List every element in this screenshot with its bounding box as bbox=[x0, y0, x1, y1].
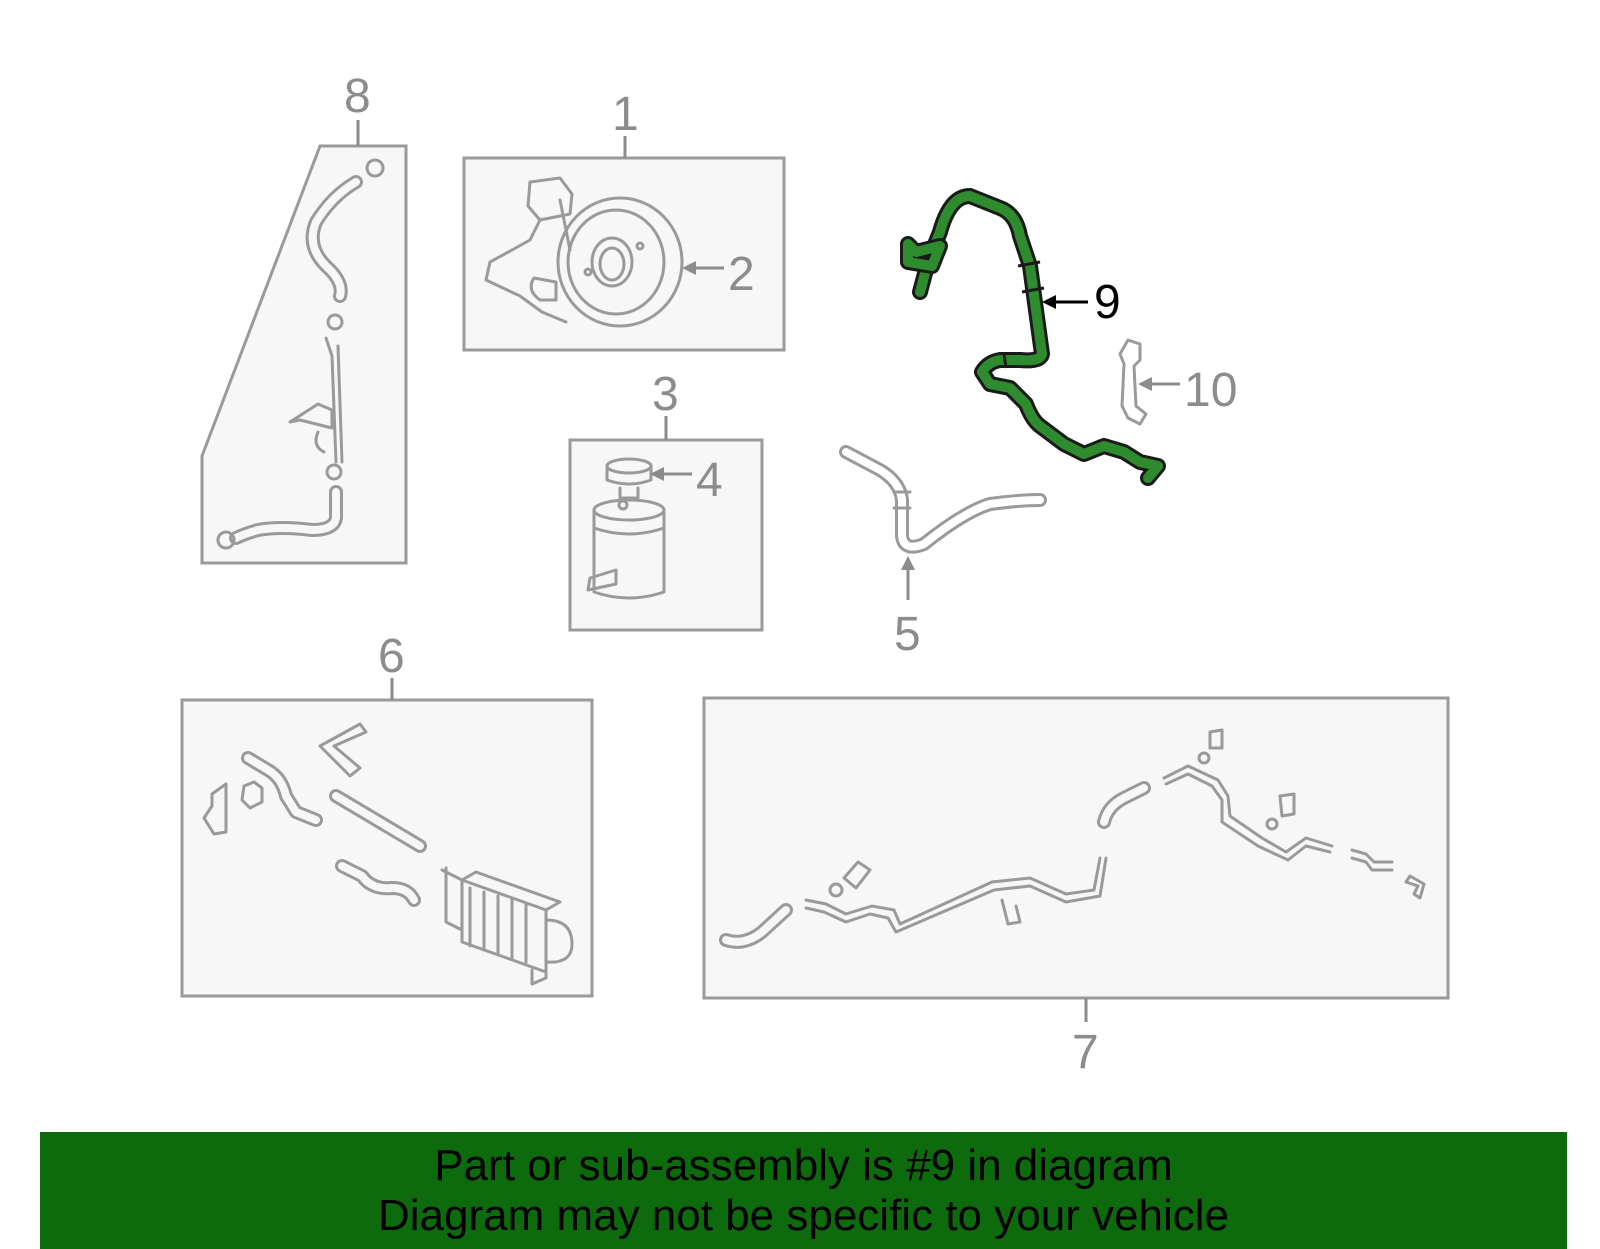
info-banner: Part or sub-assembly is #9 in diagram Di… bbox=[40, 1132, 1567, 1249]
part-10-bracket[interactable] bbox=[1118, 338, 1148, 426]
leader-9 bbox=[1042, 295, 1088, 309]
callout-5: 5 bbox=[894, 608, 921, 661]
part-group-7[interactable] bbox=[702, 696, 1450, 1022]
callout-2: 2 bbox=[728, 248, 755, 301]
banner-line-1: Part or sub-assembly is #9 in diagram bbox=[434, 1140, 1173, 1190]
callout-6: 6 bbox=[378, 630, 405, 683]
callout-8: 8 bbox=[344, 70, 371, 123]
part-group-8[interactable] bbox=[200, 120, 408, 565]
part-9-pressure-hose[interactable] bbox=[900, 188, 1166, 486]
leader-4 bbox=[650, 467, 692, 481]
callout-3: 3 bbox=[652, 368, 679, 421]
part-5[interactable] bbox=[839, 445, 1047, 600]
callout-9: 9 bbox=[1094, 276, 1121, 329]
callout-1: 1 bbox=[612, 88, 639, 141]
leader-10 bbox=[1138, 377, 1180, 391]
banner-line-2: Diagram may not be specific to your vehi… bbox=[377, 1190, 1230, 1240]
leader-2 bbox=[682, 261, 724, 275]
part-group-1[interactable] bbox=[462, 136, 786, 352]
callout-4: 4 bbox=[696, 454, 723, 507]
part-group-6[interactable] bbox=[180, 678, 594, 998]
callout-10: 10 bbox=[1184, 364, 1237, 417]
part-group-3[interactable] bbox=[568, 416, 764, 632]
callout-7: 7 bbox=[1072, 1026, 1099, 1079]
